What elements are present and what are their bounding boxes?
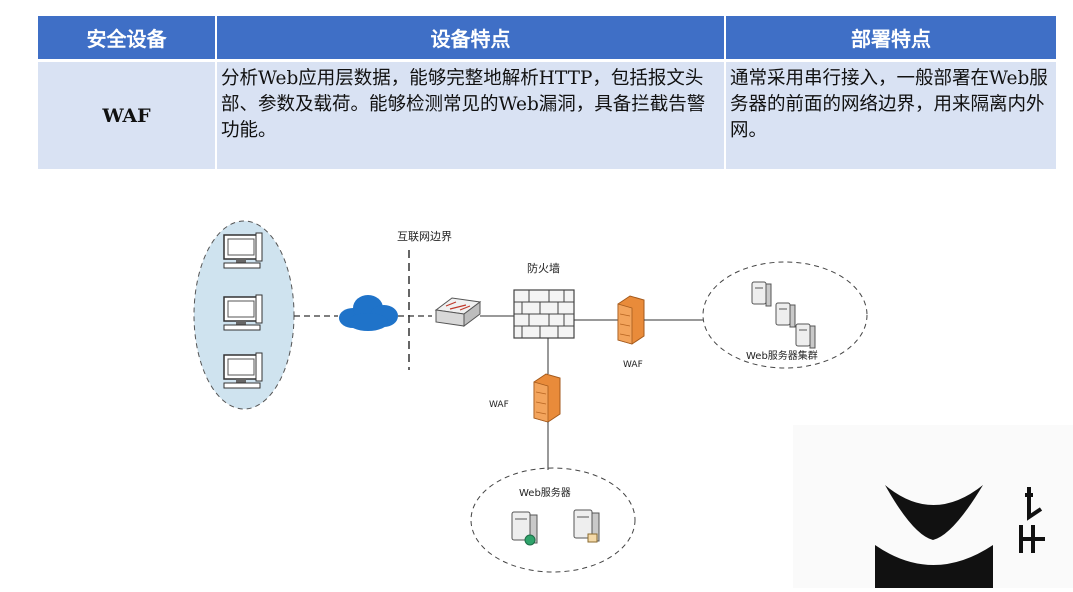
waf-label-right: WAF <box>623 360 643 370</box>
web-server-group <box>470 467 636 573</box>
logo-mark-icon <box>885 485 983 540</box>
cell-device: WAF <box>38 62 215 169</box>
server-icon <box>511 511 538 546</box>
firewall-icon <box>513 289 575 339</box>
header-device: 安全设备 <box>38 16 215 59</box>
watermark-logo <box>793 425 1073 588</box>
waf-icon-bottom <box>533 373 561 423</box>
cell-features: 分析Web应用层数据，能够完整地解析HTTP，包括报文头部、参数及载荷。能够检测… <box>217 62 724 169</box>
cell-deployment: 通常采用串行接入，一般部署在Web服务器的前面的网络边界，用来隔离内外网。 <box>726 62 1056 169</box>
waf-icon-right <box>617 295 645 345</box>
cloud-icon <box>339 295 398 331</box>
server-icon <box>751 281 772 307</box>
waf-label-bottom: WAF <box>489 400 509 410</box>
server-icon <box>795 323 816 349</box>
pc-icon <box>223 232 263 269</box>
header-features: 设备特点 <box>217 16 724 59</box>
header-deployment: 部署特点 <box>726 16 1056 59</box>
internet-boundary-label: 互联网边界 <box>397 230 452 243</box>
web-server-label: Web服务器 <box>519 486 571 499</box>
server-cluster-label: Web服务器集群 <box>746 349 818 362</box>
firewall-label: 防火墙 <box>527 261 560 275</box>
server-cluster-group <box>702 261 868 369</box>
server-icon <box>775 302 796 328</box>
server-icon <box>573 509 600 543</box>
pc-icon <box>223 294 263 331</box>
router-icon <box>434 297 482 327</box>
pc-icon <box>223 352 263 389</box>
